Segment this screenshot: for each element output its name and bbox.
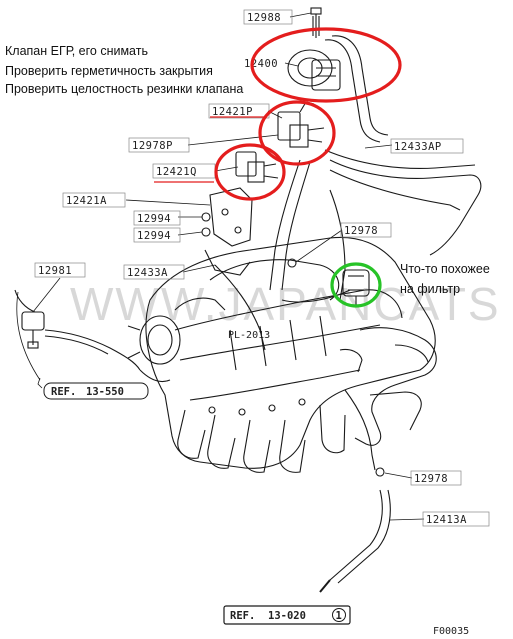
label-12413a: 12413A [422,511,490,527]
solenoid-12421q-highlight [214,143,286,201]
svg-text:13-550: 13-550 [86,386,124,398]
svg-text:12994: 12994 [137,213,171,225]
label-12988: 12988 [243,9,293,25]
ref-callout-bottom: REF. 13-020 1 [223,605,351,625]
filter-highlight [330,262,382,308]
label-12978-upper: 12978 [340,222,392,238]
svg-text:12421Q: 12421Q [156,166,197,178]
leader-lines [32,12,425,521]
label-12433ap: 12433AP [390,138,464,154]
svg-text:13-020: 13-020 [268,610,306,622]
svg-text:12981: 12981 [38,265,72,277]
watermark: WWW.JAPANCATS [70,278,501,330]
svg-text:12988: 12988 [247,12,281,24]
svg-text:12400: 12400 [244,58,278,70]
ref-callout-left: REF. 13-550 [16,291,149,400]
vacuum-hoses [14,35,482,593]
egr-note-line1: Клапан ЕГР, его снимать [5,44,148,58]
svg-text:12978: 12978 [344,225,378,237]
egr-note-line3: Проверить целостность резинки клапана [5,82,243,96]
label-12400: 12400 [244,58,278,70]
label-12421q: 12421Q [152,163,216,179]
figure-id: F00035 [433,626,469,637]
svg-text:12413A: 12413A [426,514,467,526]
filter-note-line1: Что-то похожее [400,262,490,276]
egr-valve-highlight [250,27,402,103]
watermark-small: PL-2013 [228,330,270,341]
svg-text:12421A: 12421A [66,195,107,207]
label-12994-lower: 12994 [133,227,181,243]
label-12978-lower: 12978 [410,470,462,486]
label-12981: 12981 [34,262,86,278]
filter-note-line2: на фильтр [400,282,460,296]
egr-annotation: Клапан ЕГР, его снимать Проверить гермет… [5,44,243,96]
filter-annotation: Что-то похожее на фильтр [400,262,490,296]
label-12994-upper: 12994 [133,210,181,226]
solenoid-12421p-highlight [258,100,336,166]
svg-text:12978P: 12978P [132,140,173,152]
egr-note-line2: Проверить герметичность закрытия [5,64,213,78]
svg-text:12978: 12978 [414,473,448,485]
label-12421p: 12421P [208,103,270,119]
label-12978p: 12978P [128,137,190,153]
svg-text:12994: 12994 [137,230,171,242]
svg-text:REF.: REF. [51,386,76,398]
svg-text:12421P: 12421P [212,106,253,118]
intake-manifold [127,236,437,473]
svg-text:REF.: REF. [230,610,255,622]
svg-text:1: 1 [336,610,342,622]
label-12433a: 12433A [123,264,185,280]
components [21,7,385,477]
svg-text:12433A: 12433A [127,267,168,279]
svg-text:12433AP: 12433AP [394,141,442,153]
label-12421a: 12421A [62,192,126,208]
